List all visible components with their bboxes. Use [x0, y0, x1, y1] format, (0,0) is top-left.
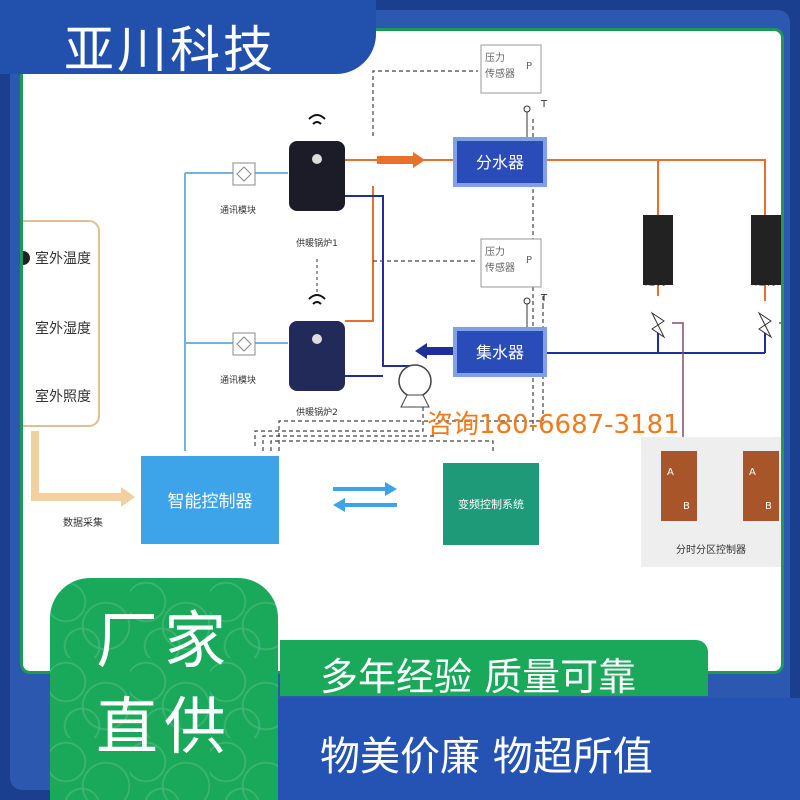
pressure-sensor-1-label2: 传感器	[485, 67, 515, 80]
outdoor-sensors-box	[23, 220, 100, 427]
boiler2-supply-pipe	[345, 186, 374, 322]
valve-a-icon	[650, 311, 666, 339]
comm-module-2-label: 通讯模块	[220, 374, 256, 386]
valve-control-lines	[672, 322, 781, 439]
comm-module-1-diamond-icon	[236, 166, 252, 182]
heating-system-diagram: 压力 传感器 P 压力 传感器 P T T 分水器 集水器 供暖锅炉1 供暖锅炉…	[23, 44, 781, 567]
sensor-humidity: 室外湿度	[35, 320, 91, 337]
boiler-2-dial-icon	[312, 334, 322, 344]
boiler-return-pipes	[345, 195, 415, 377]
water-collector-label: 集水器	[476, 343, 524, 362]
water-distributor-label: 分水器	[476, 153, 524, 172]
wifi-icon	[308, 114, 326, 125]
exchange-left-arrowhead-icon	[333, 498, 345, 512]
building-a-label: 建筑A	[645, 275, 672, 288]
data-collection-arrow	[31, 431, 123, 501]
zone-unit-b-label-a: A	[749, 467, 756, 478]
promo-green-bar: 多年经验 质量可靠	[280, 640, 708, 699]
supply-branch-pipes	[657, 160, 766, 296]
badge-line-2: 直供	[95, 690, 232, 763]
zone-unit-a-label-a: A	[667, 467, 674, 478]
boiler-1-icon	[289, 141, 345, 211]
pressure-sensor-2-p: P	[526, 255, 532, 266]
pump-icon	[398, 364, 432, 398]
building-b-icon	[751, 215, 781, 285]
pressure-sensor-2-label1: 压力	[485, 245, 505, 258]
exchange-right-arrowhead-icon	[385, 482, 397, 496]
brand-header: 亚川科技	[0, 0, 376, 79]
sensor-indicator-icon	[23, 251, 30, 265]
pressure-sensor-1-p: P	[526, 61, 532, 72]
temp-sensor-2-t: T	[540, 293, 548, 304]
vfd-control-system-label: 变频控制系统	[458, 497, 524, 511]
pressure-sensor-1-label1: 压力	[485, 51, 505, 64]
zone-controller-label: 分时分区控制器	[676, 543, 746, 556]
comm-module-2-diamond-icon	[236, 336, 252, 352]
comm-module-1-label: 通讯模块	[220, 204, 256, 216]
promo-blue-text: 物美价廉 物超所值	[320, 734, 653, 780]
return-arrowhead-icon	[415, 343, 427, 359]
pressure-sensor-2	[480, 238, 542, 288]
badge-line-1: 厂家	[95, 604, 232, 677]
comm-module-2-icon	[232, 332, 256, 356]
data-collection-label: 数据采集	[63, 516, 103, 529]
sensor-temperature: 室外温度	[35, 250, 91, 267]
brand-name: 亚川科技	[64, 21, 276, 79]
smart-controller-label: 智能控制器	[168, 492, 253, 512]
comm-module-1-icon	[232, 162, 256, 186]
temp-sensor-2-icon	[523, 297, 531, 305]
exchange-arrows	[333, 487, 397, 507]
water-distributor	[453, 137, 547, 187]
supply-arrowhead-icon	[413, 152, 425, 168]
return-pipe	[545, 331, 766, 354]
supply-pipe	[345, 159, 766, 301]
badge-pattern	[50, 578, 278, 800]
boiler-1-dial-icon	[312, 154, 322, 164]
diagram-panel: 压力 传感器 P 压力 传感器 P T T 分水器 集水器 供暖锅炉1 供暖锅炉…	[20, 28, 784, 674]
sensor-illuminance: 室外照度	[35, 388, 91, 405]
zone-unit-a-label-b: B	[683, 501, 690, 512]
pump-base-icon	[400, 394, 430, 408]
boiler-1-label: 供暖锅炉1	[296, 237, 338, 249]
building-b-label: 建筑	[755, 275, 775, 288]
pressure-sensor-1	[480, 44, 542, 94]
zone-controller-unit-b	[743, 451, 779, 521]
temp-sensor-1-t: T	[540, 99, 548, 110]
pressure-sensor-2-label2: 传感器	[485, 261, 515, 274]
factory-direct-badge: 厂家 直供	[50, 578, 278, 800]
building-a-icon	[643, 215, 673, 285]
data-collection-arrowhead-icon	[121, 487, 135, 507]
vfd-control-system	[443, 463, 539, 545]
comm-lines	[184, 172, 288, 451]
smart-controller	[141, 456, 279, 544]
water-collector	[453, 327, 547, 377]
boiler-2-label: 供暖锅炉2	[296, 406, 338, 418]
wifi-icon	[308, 294, 326, 305]
zone-unit-b-label-b: B	[765, 501, 772, 512]
hotline-text: 咨询180-6687-3181	[427, 410, 680, 440]
temp-sensor-1-icon	[523, 105, 531, 113]
boiler-2-icon	[289, 321, 345, 391]
zone-controller-unit-a	[661, 451, 697, 521]
promo-blue-bar: 物美价廉 物超所值	[278, 698, 800, 800]
valve-b-icon	[757, 311, 773, 339]
promo-green-text: 多年经验 质量可靠	[320, 655, 637, 699]
